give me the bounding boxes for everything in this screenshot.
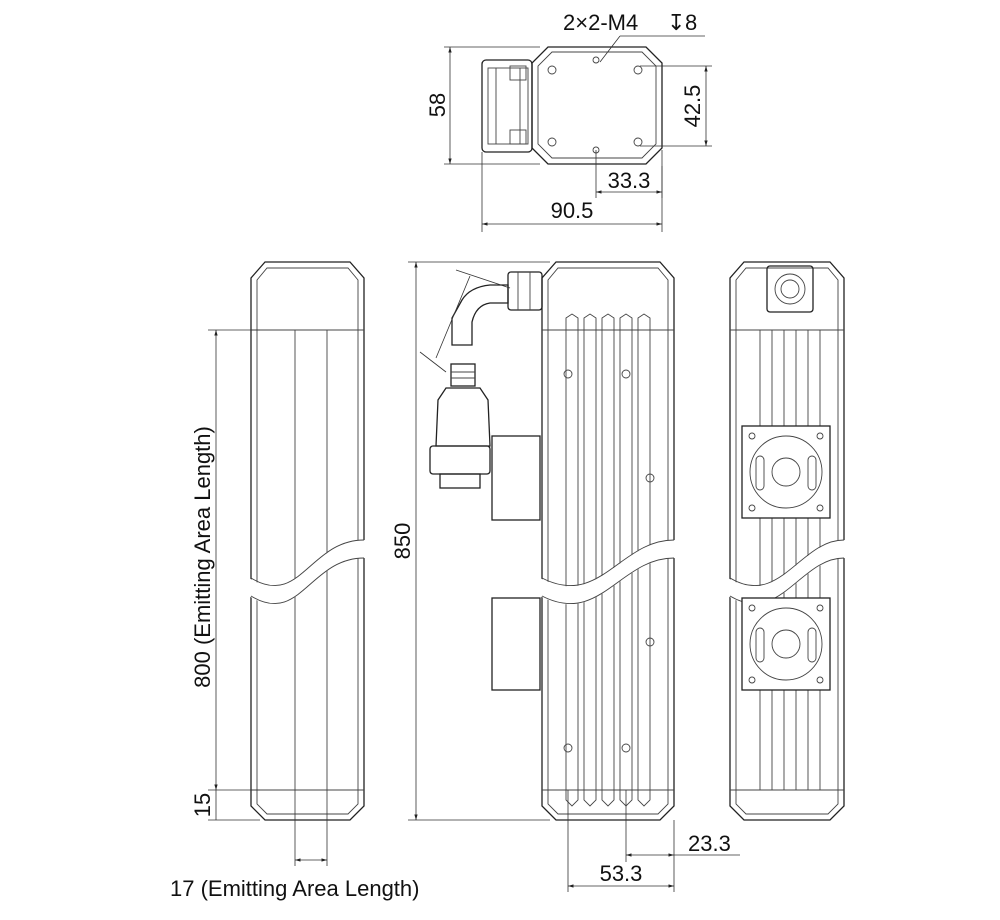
bottom-a-label: 23.3 bbox=[688, 831, 731, 856]
top-hole-spacing-label: 33.3 bbox=[608, 168, 651, 193]
total-length-label: 850 bbox=[390, 523, 415, 560]
top-height-label: 58 bbox=[425, 93, 450, 117]
front-view: 23.3 53.3 bbox=[419, 261, 740, 892]
top-view: 2×2-M4 ↧ 8 58 42.5 33.3 90.5 bbox=[425, 10, 712, 232]
depth-symbol: ↧ bbox=[667, 10, 685, 35]
top-width-label: 90.5 bbox=[551, 198, 594, 223]
emitting-length-label: 800 (Emitting Area Length) bbox=[190, 426, 215, 688]
depth-value: 8 bbox=[685, 10, 697, 35]
top-hole-height-label: 42.5 bbox=[680, 85, 705, 128]
emitting-width-label: 17 (Emitting Area Length) bbox=[170, 876, 419, 901]
top-hole-label: 2×2-M4 bbox=[563, 10, 638, 35]
bottom-b-label: 53.3 bbox=[600, 861, 643, 886]
left-view: 800 (Emitting Area Length) 15 17 (Emitti… bbox=[170, 261, 419, 901]
end-margin-label: 15 bbox=[190, 793, 215, 817]
right-view bbox=[728, 261, 846, 821]
